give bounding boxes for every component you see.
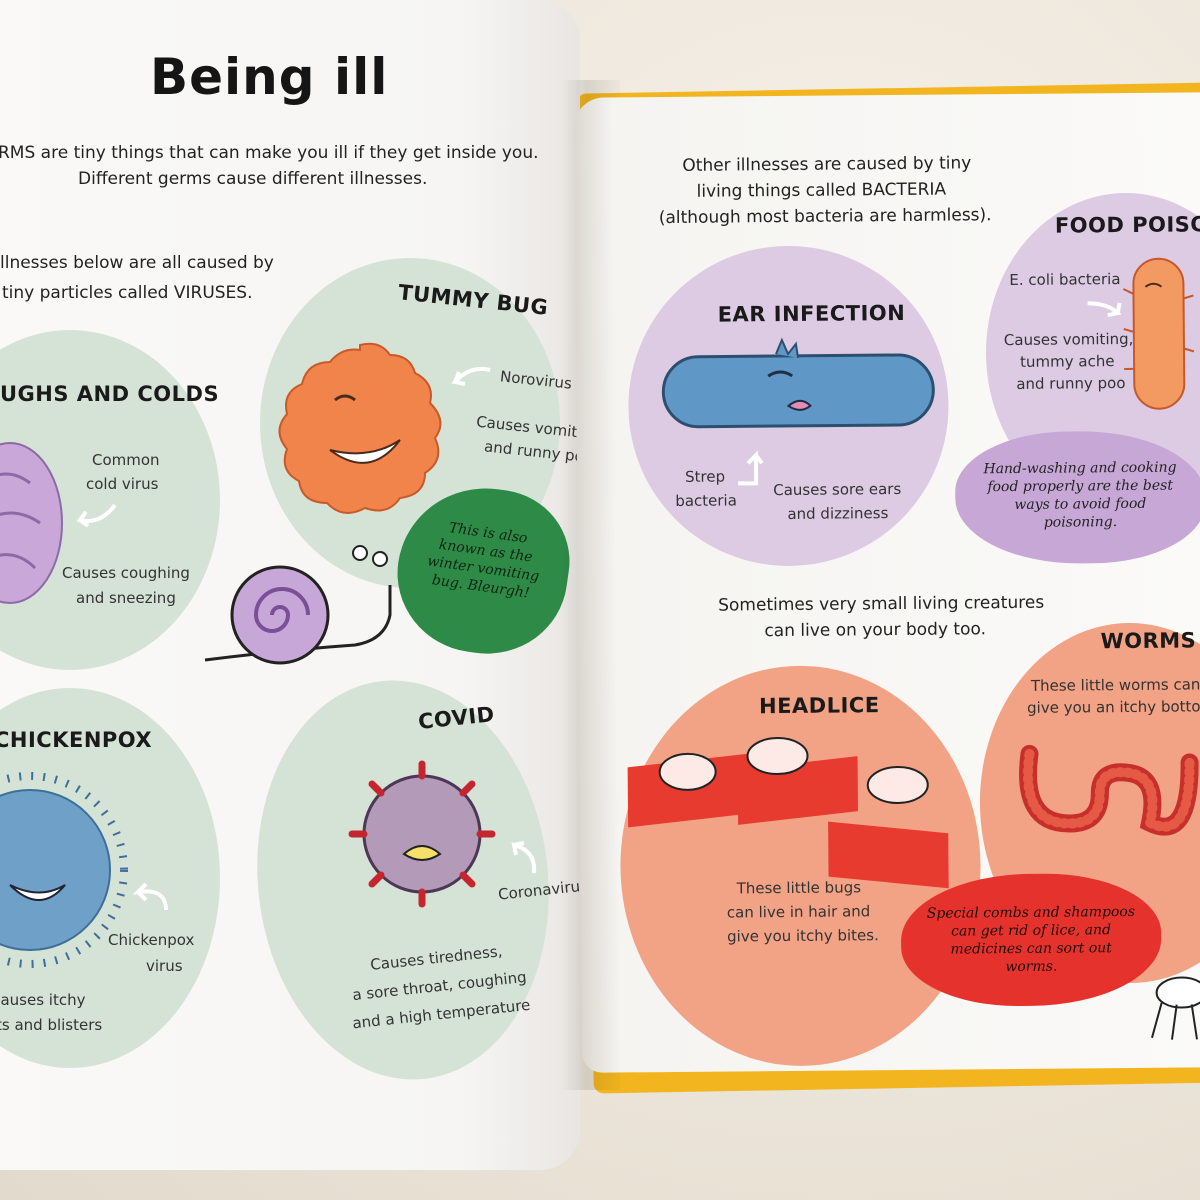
cold-virus-icon [0, 442, 63, 604]
food-label: E. coli bacteria [1009, 270, 1121, 290]
worms-heading: WORMS [1100, 628, 1197, 654]
coughs-desc-1: Causes coughing [62, 564, 190, 582]
food-desc-1: Causes vomiting, [1003, 329, 1134, 350]
viruses-line-2: tiny particles called VIRUSES. [2, 283, 253, 303]
chickenpox-label-1: Chickenpox [108, 931, 195, 949]
lice-speech-bubble: Special combs and shampoos can get rid o… [900, 872, 1162, 1007]
coughs-desc-2: and sneezing [76, 589, 176, 607]
page-title: Being ill [150, 48, 389, 106]
snail-bubble-text: This is also known as the winter vomitin… [426, 519, 541, 602]
ear-label-2: bacteria [675, 491, 737, 510]
worms-desc-2: give you an itchy bottom. [1027, 697, 1200, 717]
lice-bubble-text: Special combs and shampoos can get rid o… [926, 903, 1136, 976]
chickenpox-desc-1: Causes itchy [0, 991, 86, 1009]
coughs-heading: UGHS AND COLDS [0, 382, 220, 406]
coronavirus-icon [348, 760, 496, 908]
ear-label-1: Strep [684, 467, 726, 486]
creatures-line-2: can live on your body too. [764, 619, 987, 642]
chickenpox-virus-icon [0, 772, 128, 968]
norovirus-icon [278, 342, 442, 514]
ear-desc-1: Causes sore ears [773, 479, 902, 500]
food-heading: FOOD POISONING [1054, 211, 1200, 238]
ear-desc-2: and dizziness [787, 504, 889, 523]
arrow-icon [451, 366, 491, 386]
chickenpox-label-2: virus [146, 957, 183, 975]
coughs-label-1: Common [92, 451, 160, 469]
coughs-label-2: cold virus [86, 475, 159, 493]
bacteria-line-3: (although most bacteria are harmless). [658, 205, 992, 229]
ecoli-bacteria-icon [1123, 257, 1195, 410]
food-desc-2: tummy ache [1020, 352, 1115, 371]
ear-heading: EAR INFECTION [717, 300, 906, 327]
arrow-icon [738, 450, 764, 486]
snail-icon [204, 545, 392, 665]
bacteria-line-1: Other illnesses are caused by tiny [682, 153, 972, 176]
viruses-line-1: llnesses below are all caused by [0, 253, 274, 273]
intro-line-1: RMS are tiny things that can make you il… [0, 143, 539, 163]
worms-desc-1: These little worms can [1030, 675, 1200, 695]
food-speech-bubble: Hand-washing and cooking food properly a… [954, 430, 1200, 565]
creatures-line-1: Sometimes very small living creatures [718, 592, 1045, 616]
worms-icon [1019, 744, 1199, 836]
headlice-desc-2: can live in hair and [726, 902, 871, 922]
bacteria-line-2: living things called BACTERIA [696, 179, 947, 202]
chickenpox-heading: CHICKENPOX [0, 728, 153, 752]
arrow-icon [76, 503, 117, 528]
intro-line-2: Different germs cause different illnesse… [78, 169, 428, 189]
arrow-icon [132, 882, 168, 911]
food-desc-3: and runny poo [1016, 374, 1126, 393]
headlice-desc-3: give you itchy bites. [727, 926, 879, 946]
right-page: Other illnesses are caused by tiny livin… [573, 92, 1200, 1073]
arrow-icon [1087, 301, 1122, 318]
headlice-heading: HEADLICE [758, 693, 880, 719]
food-bubble-text: Hand-washing and cooking food properly a… [983, 459, 1177, 531]
headlice-desc-1: These little bugs [736, 878, 862, 898]
headlice-icon [627, 737, 949, 889]
chickenpox-desc-2: ts and blisters [0, 1016, 103, 1034]
bug-icon [1151, 976, 1200, 1040]
arrow-icon [511, 841, 537, 874]
left-page: Being ill RMS are tiny things that can m… [0, 0, 580, 1170]
strep-bacteria-icon [661, 337, 935, 429]
